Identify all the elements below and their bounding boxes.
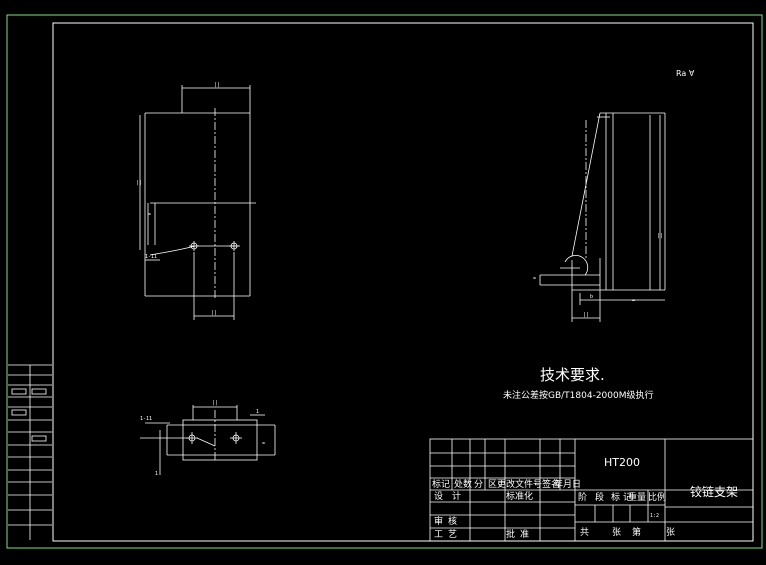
sheets-unit-1: 张 bbox=[612, 527, 621, 538]
stage-h3: 标 bbox=[611, 491, 620, 503]
svg-text:=: = bbox=[533, 276, 536, 282]
front-view bbox=[139, 85, 256, 320]
svg-text:||: || bbox=[583, 312, 589, 318]
part-name-label: 铰链支架 bbox=[690, 484, 738, 499]
svg-text:=: = bbox=[262, 441, 265, 447]
title-block bbox=[429, 438, 754, 542]
title-block-text: HT200 铰链支架 1:2 标记 处数 分 区 更改文件号 签名 年月日 设 … bbox=[432, 456, 738, 540]
svg-text:1: 1 bbox=[155, 471, 158, 477]
top-view-dims: 1-11 || 1 = 1 bbox=[140, 400, 265, 477]
row4-col1: 工 bbox=[434, 530, 443, 540]
row1-col2: 处数 bbox=[454, 478, 472, 490]
notes-line-1: 未注公差按GB/T1804-2000M级执行 bbox=[503, 389, 654, 401]
svg-text:1-11: 1-11 bbox=[140, 416, 152, 422]
svg-text:1-11: 1-11 bbox=[145, 254, 157, 260]
scale-value: 1:2 bbox=[650, 513, 659, 519]
sheet-border bbox=[6, 14, 763, 549]
row3-col2: 核 bbox=[448, 515, 457, 527]
inner-frame bbox=[52, 22, 754, 542]
sheets-total-label: 共 bbox=[580, 527, 589, 538]
row2-col1: 设 bbox=[434, 491, 443, 502]
row1-col4: 区 bbox=[488, 479, 497, 490]
stage-h1: 阶 bbox=[578, 491, 587, 503]
front-view-dims: || || = 1-11 || bbox=[136, 82, 220, 316]
svg-text:1: 1 bbox=[256, 409, 259, 415]
svg-text:||: || bbox=[212, 400, 218, 406]
row4-col2: 艺 bbox=[448, 529, 457, 540]
row1-col6: 签名 bbox=[542, 478, 560, 490]
sheets-current-label: 第 bbox=[632, 526, 641, 538]
row2-col3: 标准化 bbox=[506, 490, 533, 502]
stage-h5: 重量 bbox=[628, 491, 646, 503]
svg-text:b: b bbox=[590, 294, 593, 300]
stage-h4: 记 bbox=[623, 492, 632, 503]
row1-col7: 年月日 bbox=[554, 478, 581, 490]
roughness-note: Ra ∀ bbox=[676, 69, 695, 78]
stage-h6: 比例 bbox=[648, 491, 666, 503]
svg-text:||: || bbox=[136, 180, 142, 186]
row3-col1: 审 bbox=[434, 515, 443, 527]
row1-col5: 更改文件号 bbox=[497, 478, 542, 490]
svg-text:||: || bbox=[214, 82, 220, 88]
notes-heading: 技术要求. bbox=[540, 366, 605, 384]
drawing-frame bbox=[6, 14, 763, 549]
material-label: HT200 bbox=[604, 456, 640, 469]
binding-strip bbox=[8, 364, 52, 540]
sheets-unit-2: 张 bbox=[666, 527, 675, 538]
row2-col2: 计 bbox=[452, 490, 461, 502]
side-view-dims: || = b || = bbox=[533, 233, 663, 318]
stage-h2: 段 bbox=[595, 491, 604, 503]
row1-col1: 标记 bbox=[432, 478, 450, 490]
row4-col4: 准 bbox=[520, 529, 529, 540]
svg-text:=: = bbox=[632, 298, 635, 304]
svg-text:||: || bbox=[657, 233, 663, 239]
svg-text:||: || bbox=[211, 310, 217, 316]
svg-text:=: = bbox=[148, 212, 151, 218]
row4-col3: 批 bbox=[506, 528, 515, 540]
top-view bbox=[140, 405, 276, 475]
row1-col3: 分 bbox=[474, 479, 483, 490]
side-view bbox=[539, 112, 666, 322]
